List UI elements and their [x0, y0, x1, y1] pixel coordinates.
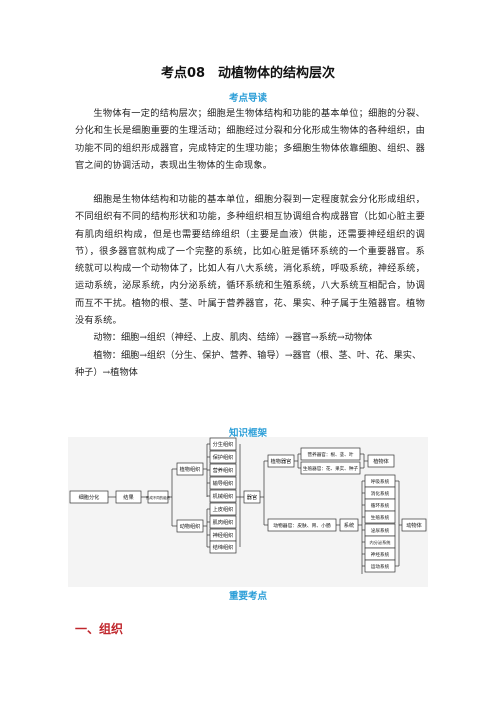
- nutrient-organ-label: 营养器官：根、茎、叶: [308, 451, 354, 458]
- plant-tissue-item: 输导组织: [213, 479, 234, 487]
- animal-tissue-item: 神经组织: [213, 531, 234, 539]
- system-item: 生殖系统: [371, 514, 390, 521]
- plant-tissue-item: 保护组织: [213, 453, 234, 461]
- animal-hierarchy-flow: 动物：细胞→组织（神经、上皮、肌肉、结缔）→器官→系统→动物体: [93, 332, 373, 343]
- part-heading-tissue: 一、组织: [75, 622, 124, 636]
- system-item: 呼吸系统: [371, 478, 390, 485]
- system-item: 泌尿系统: [371, 527, 390, 534]
- system-item: 循环系统: [371, 502, 390, 509]
- result-label: 结果: [123, 493, 133, 501]
- section-heading-guide: 考点导读: [228, 93, 267, 104]
- knowledge-framework-diagram: 细胞分化 结果 形成不同的组织 植物组织 动物组织 分生组织 保护组织 营养组织…: [68, 437, 428, 587]
- animal-tissue-item: 结缔组织: [213, 543, 234, 551]
- section-heading-framework: 知识框架: [228, 428, 267, 439]
- plant-tissue-item: 机械组织: [213, 492, 234, 500]
- plant-body-label: 植物体: [373, 457, 389, 465]
- animal-tissue-label: 动物组织: [180, 522, 201, 530]
- plant-tissue-label: 植物组织: [180, 465, 201, 473]
- cell-division-label: 细胞分化: [79, 493, 100, 501]
- organ-label: 器官: [247, 493, 257, 501]
- section-heading-key-points: 重要考点: [228, 591, 267, 602]
- system-item: 内分泌系统: [370, 539, 391, 546]
- plant-organ-label: 植物器官: [271, 457, 292, 465]
- plant-hierarchy-flow: 植物：细胞→组织（分生、保护、营养、输导）→器官（根、茎、叶、花、果实、种子）→…: [75, 350, 422, 379]
- system-item: 消化系统: [371, 490, 390, 497]
- system-label: 系统: [344, 521, 354, 529]
- plant-tissue-item: 分生组织: [213, 440, 234, 448]
- system-item: 运动系统: [371, 563, 390, 570]
- page-title: 考点08 动植物体的结构层次: [160, 66, 336, 81]
- animal-tissue-item: 肌肉组织: [213, 518, 234, 526]
- intro-paragraph-2: 细胞是生物体结构和功能的基本单位，细胞分裂到一定程度就会分化形成组织，不同组织有…: [75, 194, 425, 327]
- system-item: 神经系统: [371, 551, 390, 558]
- intro-paragraph-1: 生物体有一定的结构层次；细胞是生物体结构和功能的基本单位；细胞的分裂、分化和生长…: [75, 108, 425, 171]
- animal-organ-label: 动物器官：皮肤、胃、小肠: [273, 522, 331, 529]
- plant-tissue-item: 营养组织: [213, 466, 234, 474]
- animal-body-label: 动物体: [406, 521, 422, 529]
- animal-tissue-item: 上皮组织: [213, 505, 234, 513]
- reproductive-organ-label: 生殖器官：花、果实、种子: [303, 465, 359, 472]
- forms-tissues-label: 形成不同的组织: [146, 495, 170, 500]
